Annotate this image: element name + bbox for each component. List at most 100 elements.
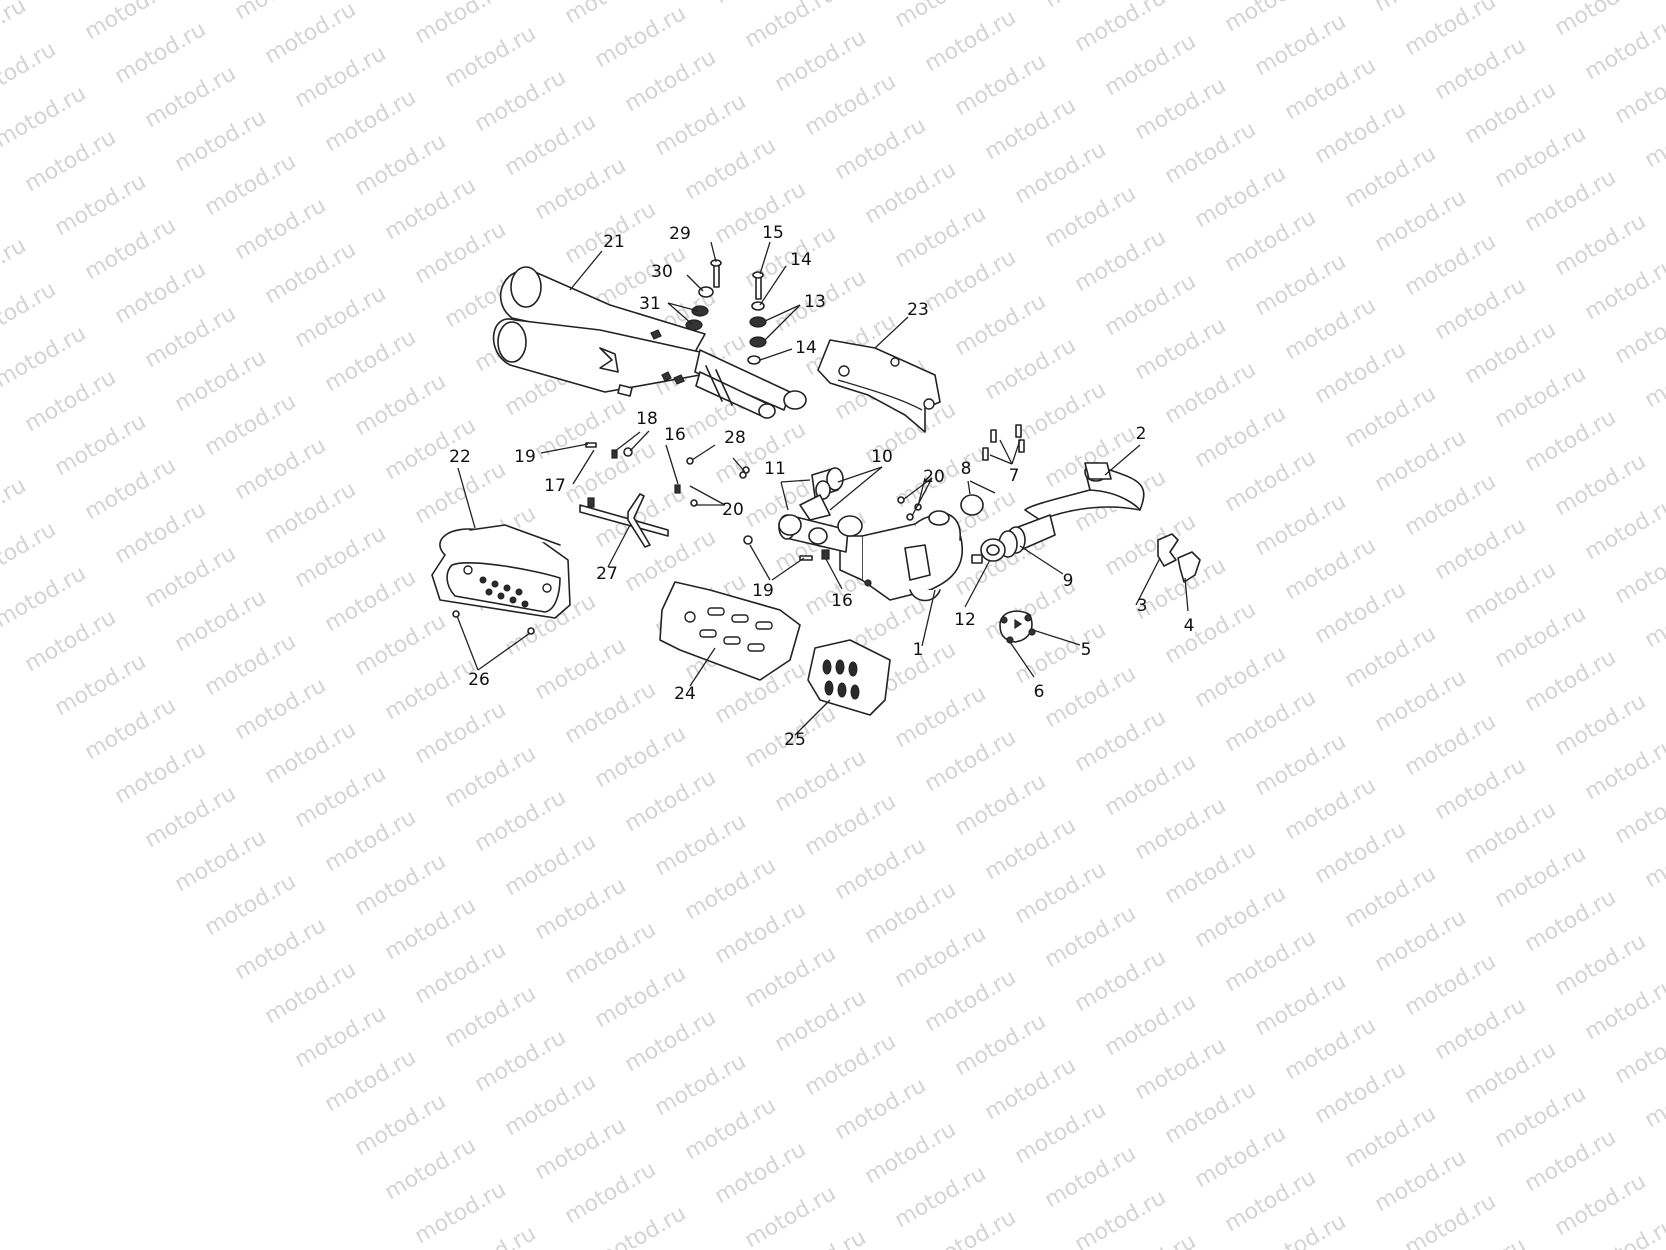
callout-14a: 14: [790, 250, 812, 270]
watermark-text: motod.ru: [1341, 861, 1441, 933]
callout-4: 4: [1184, 616, 1195, 636]
watermark-text: motod.ru: [441, 741, 541, 813]
watermark-text: motod.ru: [621, 525, 721, 597]
watermark-text: motod.ru: [1521, 645, 1621, 717]
watermark-text: motod.ru: [681, 853, 781, 925]
watermark-text: motod.ru: [351, 849, 451, 921]
watermark-text: motod.ru: [1041, 181, 1141, 253]
watermark-text: motod.ru: [1251, 249, 1351, 321]
watermark-text: motod.ru: [501, 1069, 601, 1141]
watermark-text: motod.ru: [1071, 705, 1171, 777]
watermark-text: motod.ru: [1581, 973, 1666, 1045]
callout-26: 26: [468, 670, 490, 690]
small-bolt: [743, 535, 813, 561]
watermark-text: motod.ru: [411, 937, 511, 1009]
watermark-text: motod.ru: [141, 781, 241, 853]
watermark-text: motod.ru: [1281, 53, 1381, 125]
callout-10: 10: [871, 447, 893, 467]
watermark-text: motod.ru: [1161, 117, 1261, 189]
pipe-sleeves-clamps: [778, 467, 863, 553]
watermark-text: motod.ru: [351, 369, 451, 441]
watermark-text: motod.ru: [591, 721, 691, 793]
watermark-text: motod.ru: [171, 105, 271, 177]
callout-7: 7: [1009, 466, 1020, 486]
watermark-text: motod.ru: [441, 21, 541, 93]
watermark-text: motod.ru: [1221, 925, 1321, 997]
watermark-text: motod.ru: [1101, 989, 1201, 1061]
heat-guard-25: [807, 639, 891, 716]
watermark-text: motod.ru: [771, 745, 871, 817]
watermark-text: motod.ru: [1551, 929, 1651, 1001]
callout-14b: 14: [795, 338, 817, 358]
watermark-text: motod.ru: [651, 1049, 751, 1121]
watermark-text: motod.ru: [321, 805, 421, 877]
watermark-text: motod.ru: [141, 541, 241, 613]
watermark-text: motod.ru: [1011, 1097, 1111, 1169]
watermark-text: motod.ru: [1281, 293, 1381, 365]
watermark-text: motod.ru: [921, 965, 1021, 1037]
watermark-text: motod.ru: [741, 1181, 841, 1250]
watermark-text: motod.ru: [441, 981, 541, 1053]
callout-19a: 19: [514, 447, 536, 467]
watermark-text: motod.ru: [81, 693, 181, 765]
watermark-text: motod.ru: [681, 1093, 781, 1165]
watermark-text: motod.ru: [261, 957, 361, 1029]
watermark-text: motod.ru: [1371, 185, 1471, 257]
watermark-text: motod.ru: [1221, 205, 1321, 277]
watermark-text: motod.ru: [1581, 13, 1666, 85]
watermark-text: motod.ru: [1581, 493, 1666, 565]
callout-12: 12: [954, 610, 976, 630]
watermark-text: motod.ru: [771, 985, 871, 1057]
watermark-text: motod.ru: [1011, 857, 1111, 929]
callout-3: 3: [1137, 596, 1148, 616]
watermark-text: motod.ru: [1071, 945, 1171, 1017]
callout-24: 24: [674, 684, 696, 704]
watermark-text: motod.ru: [261, 477, 361, 549]
watermark-text: motod.ru: [111, 257, 211, 329]
header-pipe: [1024, 462, 1145, 521]
watermark-text: motod.ru: [1461, 797, 1561, 869]
watermark-text: motod.ru: [231, 913, 331, 985]
watermark-text: motod.ru: [1311, 1057, 1411, 1129]
watermark-text: motod.ru: [1491, 841, 1591, 913]
watermark-text: motod.ru: [951, 49, 1051, 121]
watermark-text: motod.ru: [81, 453, 181, 525]
callout-23: 23: [907, 300, 929, 320]
watermark-text: motod.ru: [1131, 793, 1231, 865]
callout-17: 17: [544, 476, 566, 496]
watermark-text: motod.ru: [411, 217, 511, 289]
watermark-text: motod.ru: [1281, 1013, 1381, 1085]
watermark-text: motod.ru: [561, 677, 661, 749]
watermark-text: motod.ru: [651, 89, 751, 161]
mount-bolt-stack-right: [747, 271, 767, 365]
watermark-text: motod.ru: [1341, 381, 1441, 453]
watermark-text: motod.ru: [591, 961, 691, 1033]
screw-26-right: [527, 627, 535, 635]
watermark-text: motod.ru: [351, 129, 451, 201]
watermark-text: motod.ru: [1311, 97, 1411, 169]
watermark-text: motod.ru: [801, 789, 901, 861]
watermark-text: motod.ru: [921, 5, 1021, 77]
callout-1: 1: [913, 640, 924, 660]
watermark-text: motod.ru: [111, 497, 211, 569]
watermark-text: motod.ru: [201, 629, 301, 701]
gasket-ring: [960, 494, 984, 516]
stud-set: [982, 424, 1025, 461]
watermark-text: motod.ru: [1521, 1125, 1621, 1197]
watermark-text: motod.ru: [1341, 621, 1441, 693]
watermark-text: motod.ru: [1221, 445, 1321, 517]
watermark-text: motod.ru: [231, 193, 331, 265]
watermark-text: motod.ru: [1161, 597, 1261, 669]
screw-26-left: [452, 610, 460, 618]
callout-11: 11: [764, 459, 786, 479]
watermark-text: motod.ru: [1161, 357, 1261, 429]
small-fixings-20: [897, 496, 922, 521]
watermark-text: motod.ru: [621, 765, 721, 837]
watermark-text: motod.ru: [1461, 77, 1561, 149]
watermark-text: motod.ru: [1521, 405, 1621, 477]
callout-31: 31: [639, 294, 661, 314]
watermark-text: motod.ru: [1431, 273, 1531, 345]
callout-8: 8: [961, 459, 972, 479]
